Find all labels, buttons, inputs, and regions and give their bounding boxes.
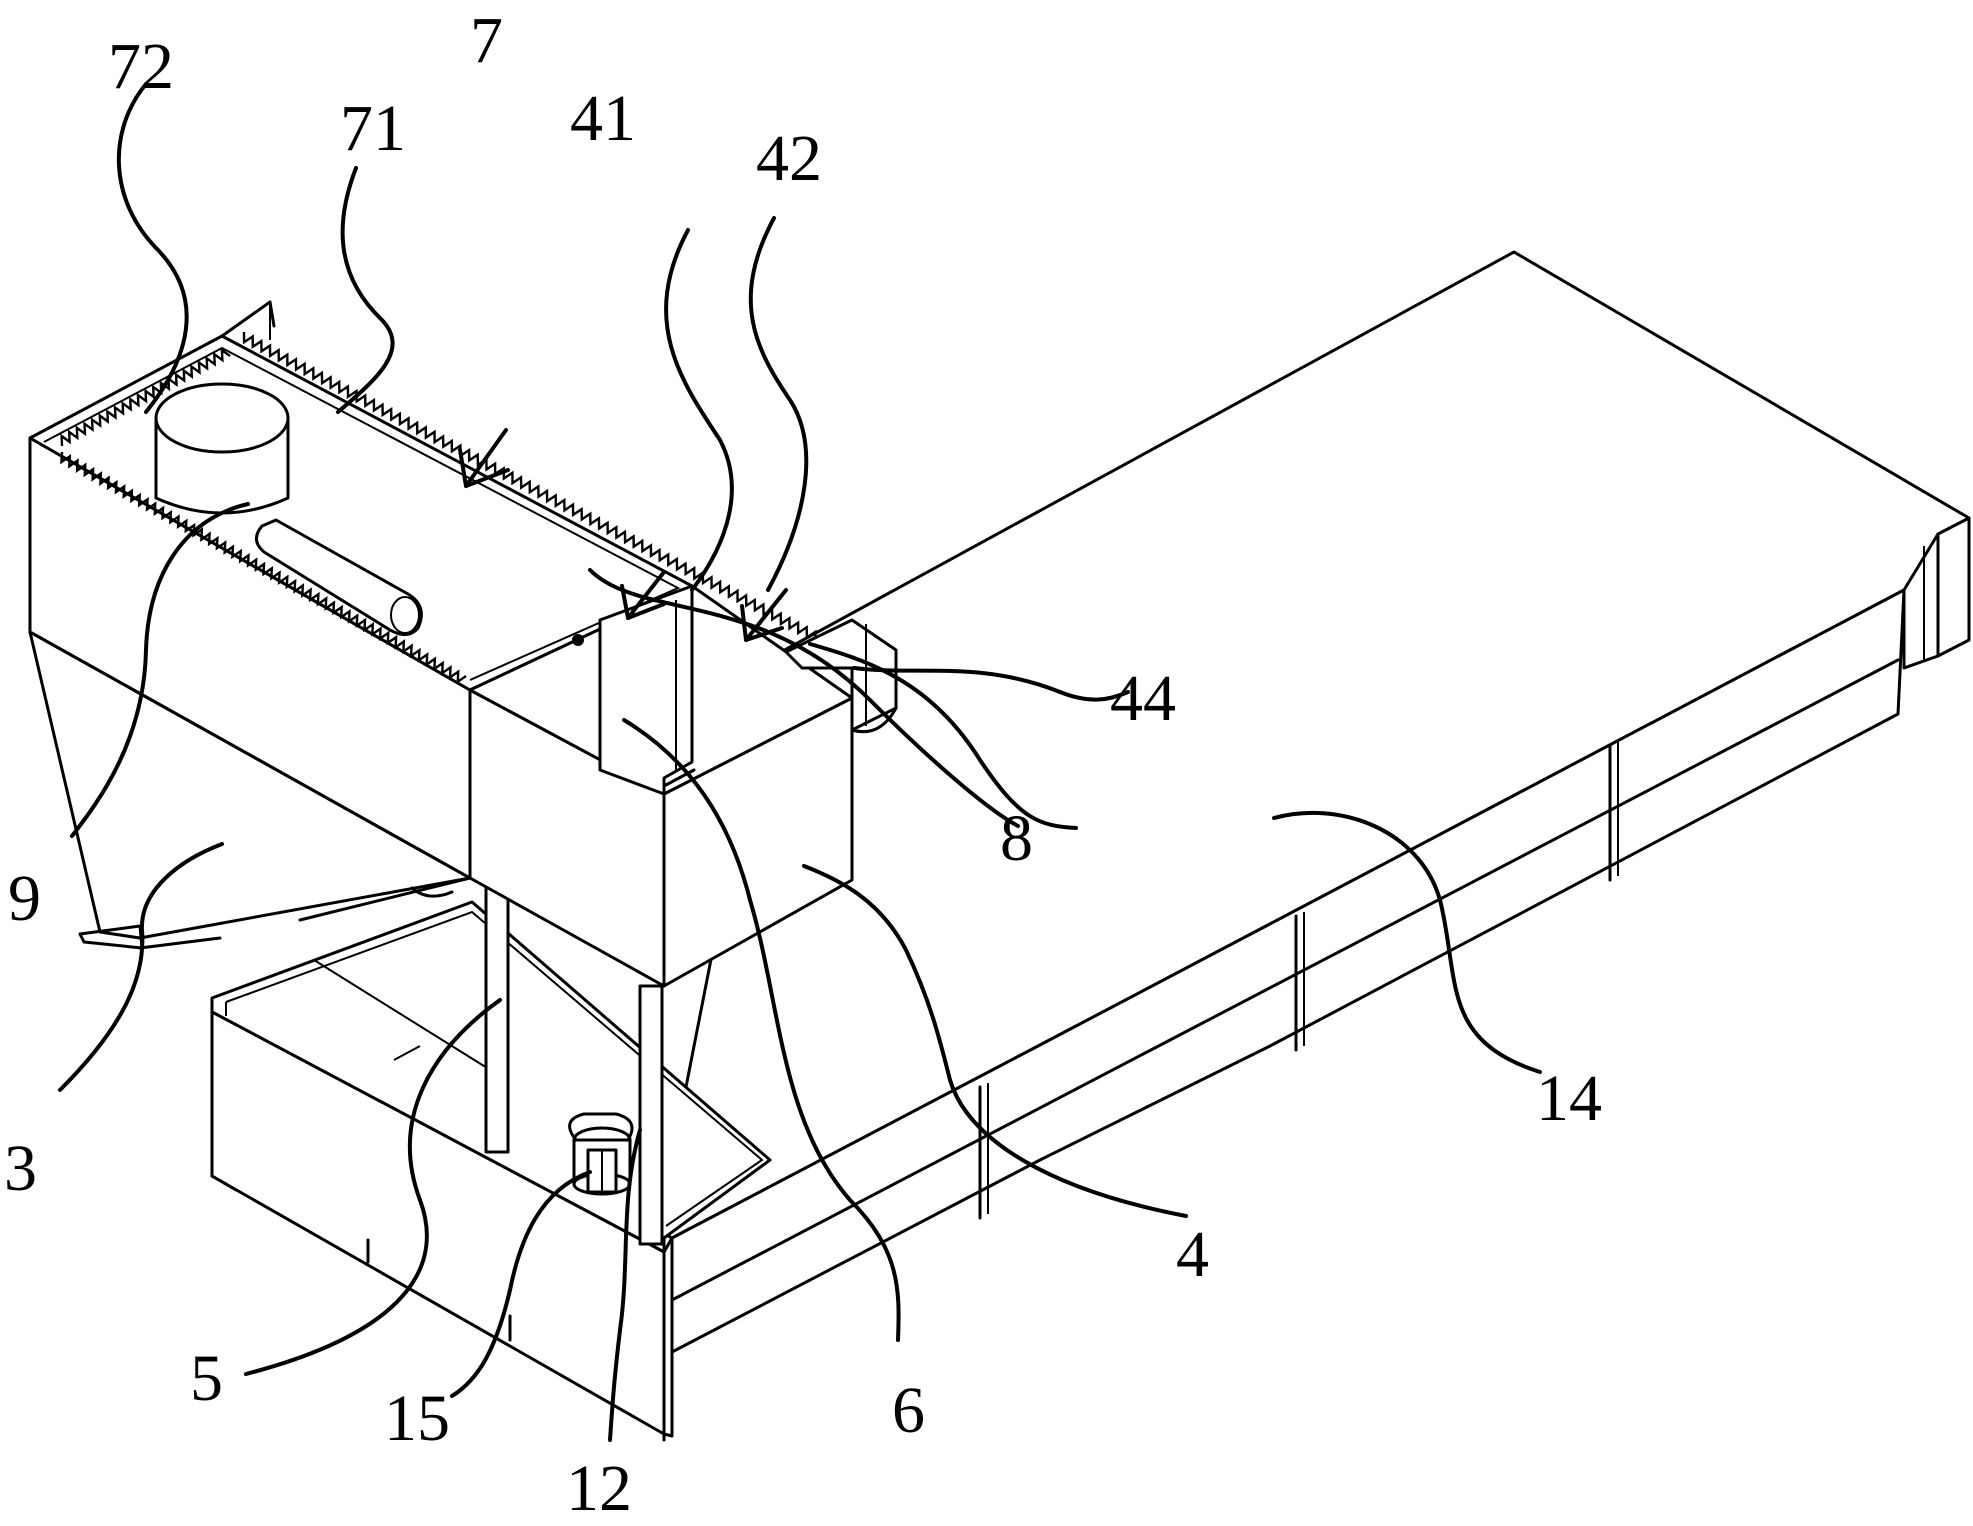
label-71: 71: [340, 92, 406, 165]
label-4: 4: [1176, 1218, 1209, 1291]
label-41: 41: [570, 82, 636, 155]
label-8: 8: [1000, 802, 1033, 875]
pump: [568, 1112, 634, 1196]
leader-lines: [58, 82, 1542, 1442]
label-5: 5: [190, 1342, 223, 1415]
platform-body: [656, 250, 1971, 1354]
label-9: 9: [8, 862, 41, 935]
reference-numerals: 72 71 7 41 42 44 8 14 9 3 4 5 6 15 12: [4, 4, 1602, 1525]
settling-box: [28, 300, 851, 880]
label-6: 6: [892, 1374, 925, 1447]
label-3: 3: [4, 1132, 37, 1205]
flow-arrows: [458, 428, 788, 642]
label-12: 12: [566, 1452, 632, 1525]
label-7: 7: [470, 4, 503, 77]
label-72: 72: [108, 30, 174, 103]
label-44: 44: [1110, 662, 1176, 735]
label-42: 42: [756, 122, 822, 195]
label-14: 14: [1536, 1062, 1602, 1135]
label-15: 15: [384, 1382, 450, 1455]
